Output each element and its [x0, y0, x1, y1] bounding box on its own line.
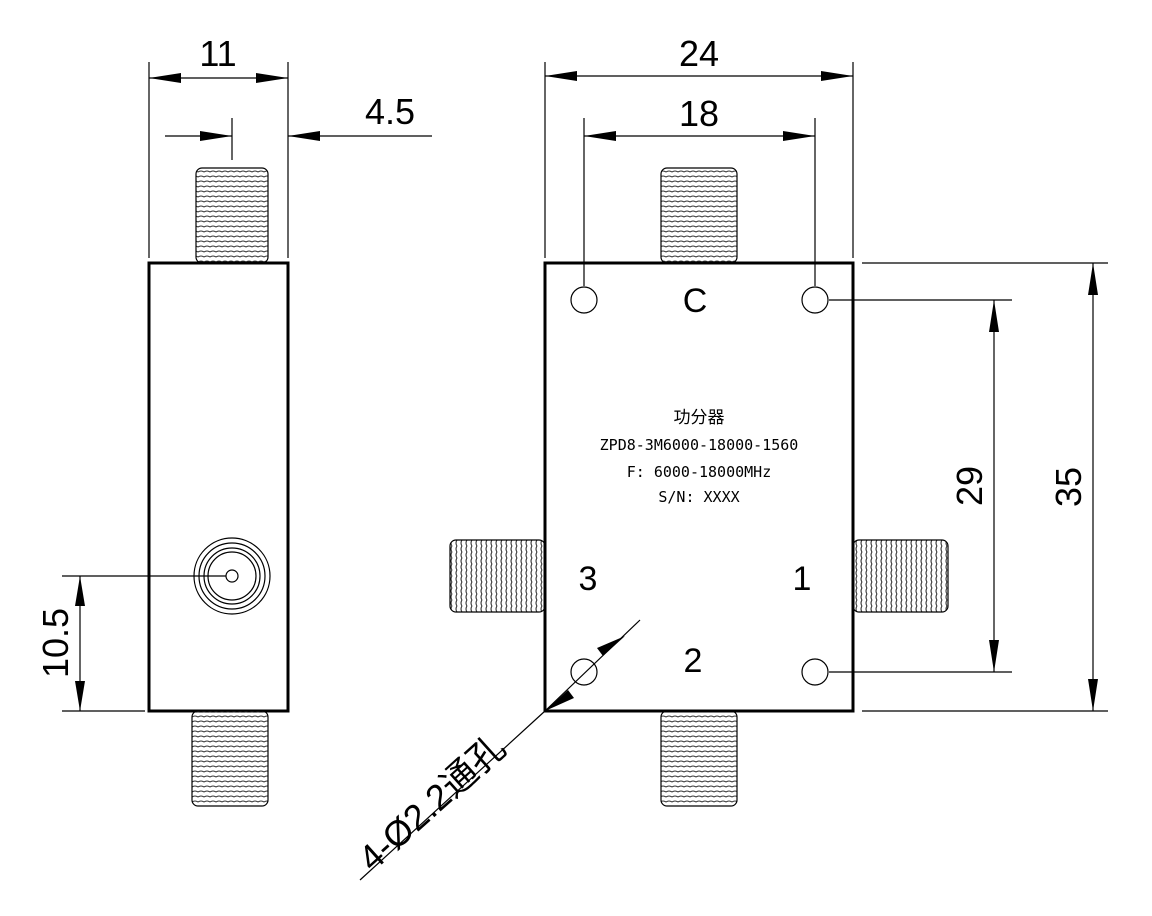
side-body — [147, 261, 290, 713]
dim-front-width-label: 24 — [679, 33, 719, 74]
dim-side-width: 11 — [148, 33, 289, 258]
port-label-2: 2 — [684, 642, 703, 680]
port-label-1: 1 — [793, 560, 812, 598]
dim-hole-spacing-h-label: 18 — [679, 93, 719, 134]
dim-front-width: 24 — [544, 33, 854, 258]
dim-hole-spacing-v: 29 — [829, 299, 1012, 673]
side-view: 11 4.5 10.5 — [35, 33, 432, 807]
front-body — [543, 261, 855, 713]
dim-front-height-label: 35 — [1048, 467, 1089, 507]
front-right-connector — [852, 539, 949, 613]
port-label-3: 3 — [579, 560, 598, 598]
frequency-range: F: 6000-18000MHz — [627, 463, 772, 481]
dim-front-height: 35 — [862, 262, 1108, 712]
mounting-hole-bottom-right — [801, 658, 829, 686]
product-name: 功分器 — [674, 408, 725, 428]
dim-side-height: 10.5 — [35, 575, 226, 712]
mounting-hole-bottom-left — [570, 658, 598, 686]
mounting-hole-top-left — [570, 286, 598, 314]
side-bottom-connector — [191, 710, 269, 807]
front-bottom-connector — [660, 710, 738, 807]
hole-callout: 4-Ø2.2通孔 — [350, 619, 641, 881]
port-label-c: C — [683, 282, 708, 320]
dim-hole-spacing-h: 18 — [583, 93, 816, 286]
front-view: C 1 2 3 功分器 ZPD8-3M6000-18000-1560 F: 60… — [350, 33, 1108, 881]
dim-side-height-label: 10.5 — [35, 608, 76, 678]
mounting-hole-top-right — [801, 286, 829, 314]
dim-hole-spacing-v-label: 29 — [949, 466, 990, 506]
side-top-connector — [195, 167, 269, 264]
model-number: ZPD8-3M6000-18000-1560 — [600, 436, 799, 454]
dim-side-offset-label: 4.5 — [365, 91, 415, 132]
dim-side-offset: 4.5 — [165, 91, 432, 160]
dim-side-width-label: 11 — [199, 33, 236, 74]
hole-callout-label: 4-Ø2.2通孔 — [350, 727, 513, 879]
serial-number: S/N: XXXX — [658, 488, 739, 506]
front-left-connector — [449, 539, 546, 613]
front-top-connector — [660, 167, 738, 264]
